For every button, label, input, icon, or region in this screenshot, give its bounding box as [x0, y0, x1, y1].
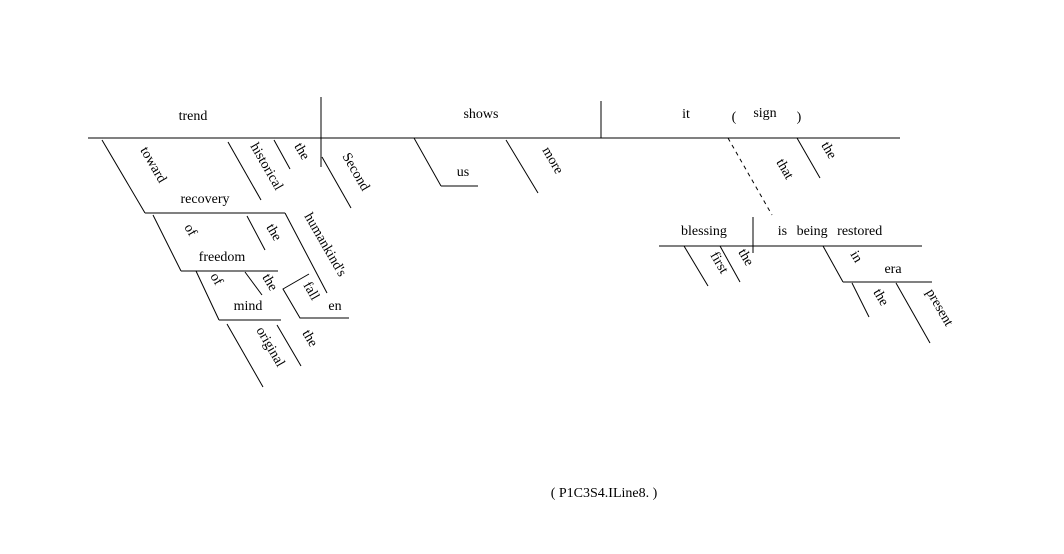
humankinds-line [284, 212, 328, 294]
the-mind-word: the [259, 272, 281, 294]
the-trend-word: the [291, 141, 313, 163]
the-blessing-word: the [735, 247, 757, 269]
the-fall-word: the [299, 328, 321, 350]
in-line [822, 245, 844, 283]
us-word: us [457, 165, 469, 180]
original-line [226, 323, 264, 388]
the-sign-word: the [818, 140, 840, 162]
verb-word: shows [463, 107, 498, 122]
the-mind-line [244, 271, 263, 296]
historical-line [227, 141, 262, 201]
of1-line [152, 214, 182, 272]
of2-line [195, 270, 220, 321]
second-word: Second [339, 151, 373, 194]
the-era-line [851, 282, 870, 318]
more-line [505, 139, 539, 194]
fall-line [282, 273, 349, 319]
of2-word: of [207, 271, 226, 289]
that-connector [727, 137, 773, 216]
in-word: in [847, 249, 865, 266]
second-line [321, 156, 352, 209]
original-word: original [253, 325, 288, 370]
us-line [413, 137, 442, 187]
more-word: more [539, 145, 566, 177]
footer-label: ( P1C3S4.ILine8. ) [551, 486, 658, 501]
first-word: first [707, 250, 731, 277]
toward-line [101, 139, 146, 214]
object-word: it [682, 107, 690, 122]
the-freedom-word: the [263, 222, 285, 244]
the-blessing-line [719, 245, 741, 283]
toward-word: toward [137, 145, 169, 186]
the-trend-line [273, 139, 291, 170]
that-word: that [773, 157, 797, 183]
fall-word: fall [300, 280, 322, 304]
mind-word: mind [234, 299, 263, 314]
humankinds-word: humankind's [301, 211, 349, 280]
first-line [683, 245, 709, 287]
the-sign-line [796, 137, 821, 179]
clause-verb-word: is being restored [778, 224, 883, 239]
the-freedom-line [246, 215, 266, 251]
present-line [895, 282, 931, 344]
recovery-word: recovery [181, 192, 230, 207]
the-fall-line [276, 324, 302, 367]
era-word: era [884, 262, 902, 277]
clause-subject-word: blessing [681, 224, 727, 239]
subject-word: trend [179, 109, 208, 124]
freedom-word: freedom [199, 250, 246, 265]
present-word: present [923, 287, 956, 330]
appositive-close: ) [797, 110, 802, 125]
of1-word: of [181, 222, 200, 240]
appositive-open: ( [732, 110, 737, 125]
en-word: en [328, 299, 341, 314]
appositive-word: sign [753, 106, 776, 121]
the-era-word: the [870, 287, 892, 309]
